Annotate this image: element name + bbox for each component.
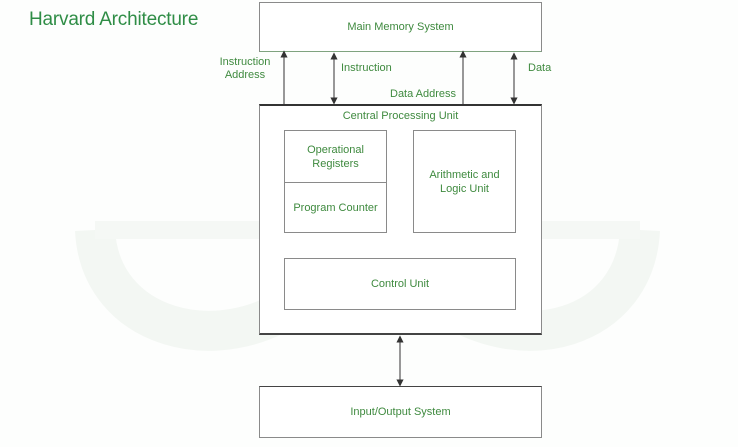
cpu-label: Central Processing Unit — [342, 110, 459, 122]
alu-label-line1: Arithmetic and — [429, 168, 500, 181]
control-unit-label: Control Unit — [370, 278, 430, 290]
instruction-address-label-line2: Address — [224, 69, 266, 81]
alu-block: Arithmetic and Logic Unit — [413, 130, 516, 233]
program-counter-label: Program Counter — [293, 201, 378, 214]
main-memory-label: Main Memory System — [347, 21, 454, 33]
io-system-label: Input/Output System — [350, 406, 451, 418]
program-counter-block: Program Counter — [284, 182, 387, 233]
instruction-address-label: Instruction Address — [216, 56, 274, 82]
alu-label-line2: Logic Unit — [440, 182, 489, 195]
operational-registers-block: Operational Registers — [284, 130, 387, 183]
data-address-label: Data Address — [390, 88, 457, 100]
data-label: Data — [528, 62, 552, 74]
control-unit-block: Control Unit — [284, 258, 516, 310]
instruction-address-label-line1: Instruction — [219, 56, 271, 68]
main-memory-system-block: Main Memory System — [259, 2, 542, 52]
operational-registers-label-line1: Operational — [307, 144, 364, 156]
diagram-title: Harvard Architecture — [29, 9, 199, 30]
operational-registers-label-line2: Registers — [312, 158, 359, 170]
instruction-label: Instruction — [341, 62, 392, 74]
io-system-block: Input/Output System — [259, 386, 542, 438]
